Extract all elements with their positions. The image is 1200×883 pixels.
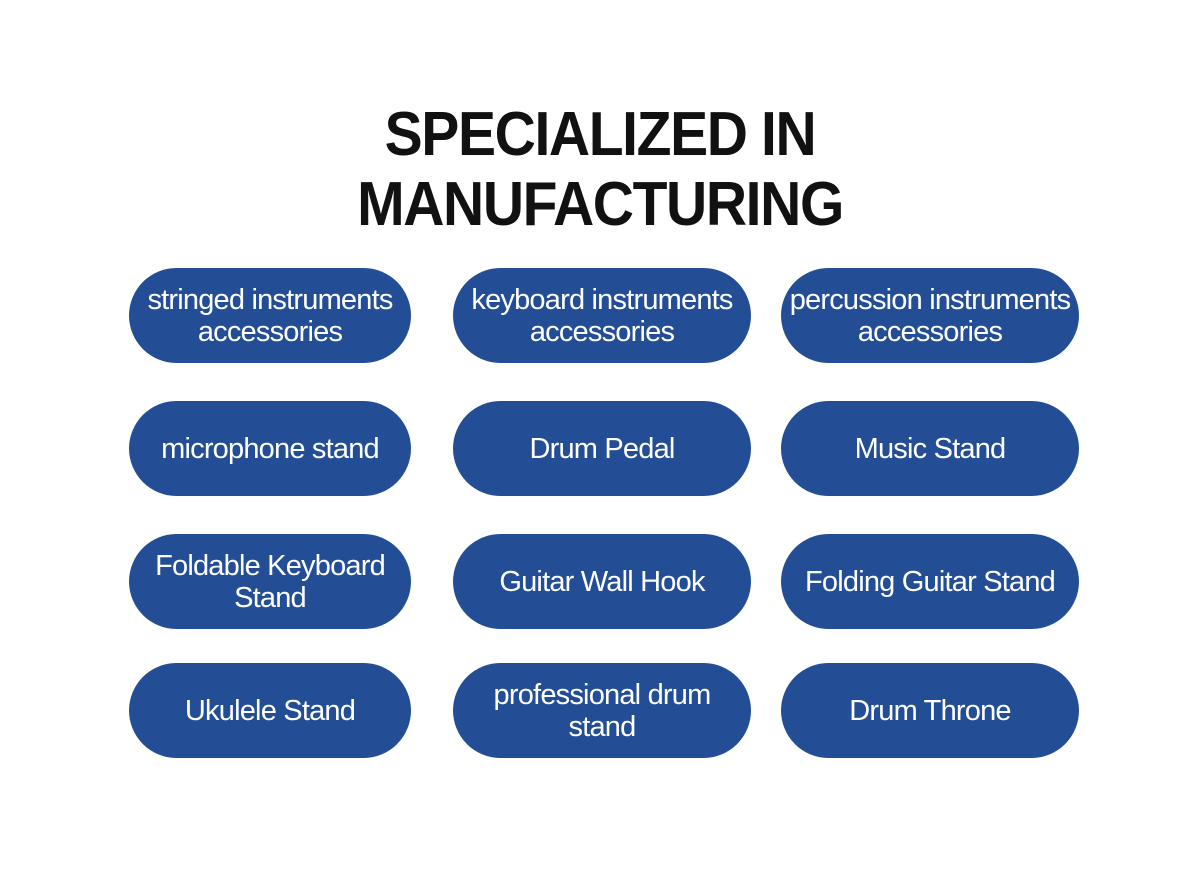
category-label: Drum Throne [849, 694, 1011, 727]
category-music-stand[interactable]: Music Stand [781, 401, 1079, 496]
category-label: Ukulele Stand [184, 694, 356, 727]
category-folding-guitar-stand[interactable]: Folding Guitar Stand [781, 534, 1079, 629]
category-label: professional drum stand [493, 678, 712, 743]
category-label: Drum Pedal [529, 432, 675, 465]
category-stringed-instruments-accessories[interactable]: stringed instruments accessories [129, 268, 411, 363]
category-guitar-wall-hook[interactable]: Guitar Wall Hook [453, 534, 751, 629]
category-label: Folding Guitar Stand [805, 565, 1056, 598]
category-label: Music Stand [854, 432, 1007, 465]
category-label: keyboard instruments accessories [471, 283, 733, 348]
category-label: percussion instruments accessories [789, 283, 1071, 348]
category-label: stringed instruments accessories [147, 283, 393, 348]
category-drum-throne[interactable]: Drum Throne [781, 663, 1079, 758]
category-microphone-stand[interactable]: microphone stand [129, 401, 411, 496]
category-drum-pedal[interactable]: Drum Pedal [453, 401, 751, 496]
category-keyboard-instruments-accessories[interactable]: keyboard instruments accessories [453, 268, 751, 363]
category-label: Foldable Keyboard Stand [155, 549, 386, 614]
category-professional-drum-stand[interactable]: professional drum stand [453, 663, 751, 758]
category-ukulele-stand[interactable]: Ukulele Stand [129, 663, 411, 758]
category-label: Guitar Wall Hook [499, 565, 705, 598]
page-title-line-1: SPECIALIZED IN [384, 99, 817, 169]
category-foldable-keyboard-stand[interactable]: Foldable Keyboard Stand [129, 534, 411, 629]
page-title: SPECIALIZED IN MANUFACTURING [48, 100, 1152, 240]
category-percussion-instruments-accessories[interactable]: percussion instruments accessories [781, 268, 1079, 363]
page-title-line-2: MANUFACTURING [357, 169, 844, 239]
category-label: microphone stand [161, 432, 380, 465]
